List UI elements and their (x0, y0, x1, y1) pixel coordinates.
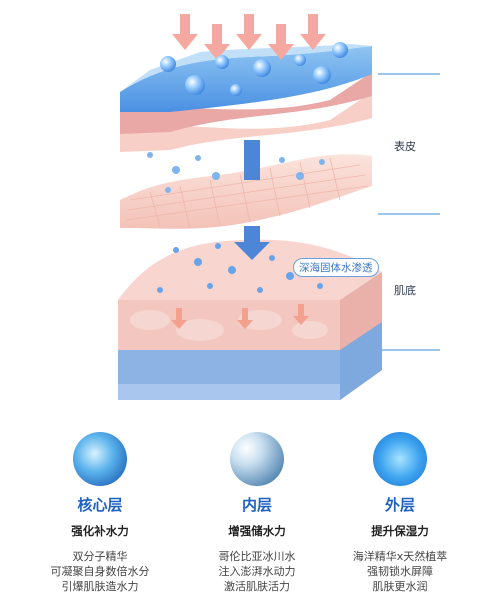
penetration-arrows (234, 140, 270, 260)
inner-arrows (171, 304, 309, 329)
layer-name: 外层 (384, 496, 415, 514)
layer-line: 海洋精华x天然植萃 (352, 550, 448, 563)
bubbles-icon (230, 432, 284, 486)
water-droplets-icon (373, 432, 427, 486)
epidermis-top-layer (120, 44, 372, 152)
pressure-arrows (172, 14, 326, 60)
layer-line: 引爆肌肤造水力 (61, 580, 139, 593)
epidermis-grid-layer (120, 154, 372, 229)
layer-line: 肌肤更水润 (372, 580, 428, 593)
water-droplets (147, 42, 348, 293)
layer-line: 可凝聚自身数倍水分 (50, 565, 150, 578)
label-epidermis: 表皮 (394, 140, 416, 153)
layer-subtitle: 增强储水力 (228, 524, 286, 538)
column-core-layer: 核心层 强化补水力 双分子精华 可凝聚自身数倍水分 引爆肌肤造水力 (30, 432, 170, 594)
layer-line: 注入澎湃水动力 (218, 565, 296, 578)
layer-line: 哥伦比亚冰川水 (218, 550, 296, 563)
dermis-block (118, 239, 382, 400)
layer-line: 强韧锁水屏障 (367, 565, 433, 578)
penetration-badge: 深海固体水渗透 (293, 258, 379, 277)
layer-line: 激活肌肤活力 (224, 580, 290, 593)
label-dermis: 肌底 (394, 284, 416, 297)
skin-layer-diagram (118, 14, 440, 400)
column-outer-layer: 外层 提升保湿力 海洋精华x天然植萃 强韧锁水屏障 肌肤更水润 (330, 432, 470, 594)
layer-subtitle: 强化补水力 (71, 524, 129, 538)
column-inner-layer: 内层 增强储水力 哥伦比亚冰川水 注入澎湃水动力 激活肌肤活力 (187, 432, 327, 594)
layer-subtitle: 提升保湿力 (371, 524, 429, 538)
layer-line: 双分子精华 (72, 550, 128, 563)
layer-name: 内层 (241, 496, 272, 514)
molecule-icon (73, 432, 127, 486)
layer-name: 核心层 (77, 496, 123, 514)
